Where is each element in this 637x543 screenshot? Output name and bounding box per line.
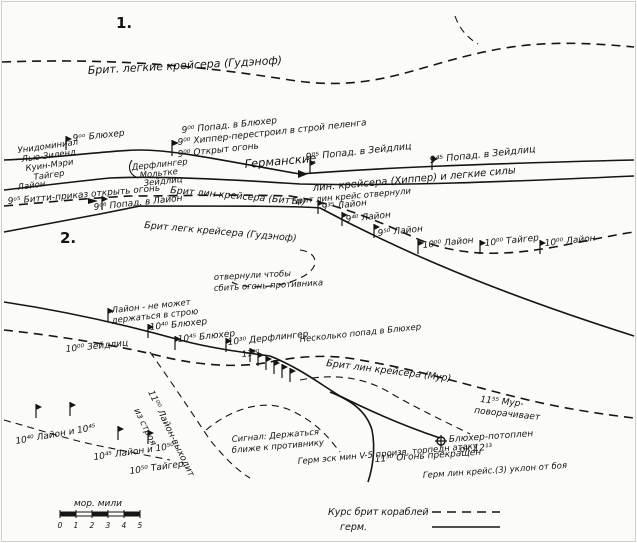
german-battlecruisers-route-upper [3, 149, 635, 175]
map-label: 10⁴⁵ Лайон и 10⁵⁰ [93, 442, 175, 463]
map-label: Герм лин крейс.(3) уклон от боя [423, 461, 568, 481]
map-label: Брит лин крейсера (Битти) [170, 185, 306, 208]
moore-route [299, 376, 471, 435]
map-label: Лайон [16, 179, 46, 193]
map-label: Германские [244, 151, 317, 171]
scale-tick-label: 1 [74, 521, 79, 530]
brit-light-cruisers-route-1 [1, 42, 635, 85]
map-label: Брит лин крейсера (Мур) [326, 358, 452, 384]
map-label: поворачивает [474, 406, 542, 423]
scale-ticks: 0 1 2 3 4 5 [58, 510, 143, 530]
german-route-panel-2-upper [3, 301, 271, 357]
map-label: Брит легк крейсера (Гудэноф) [144, 220, 297, 244]
route-arrow-1 [298, 170, 308, 178]
brit-route-panel-2 [3, 329, 635, 419]
map-label: 10³⁰ Дерфлингер [227, 330, 309, 348]
map-label: ок 12¹³ [460, 443, 493, 455]
british-main-course-line [3, 205, 635, 337]
scale-tick-label: 5 [138, 521, 143, 530]
german-light-forces-route [128, 159, 139, 179]
map-label: 9⁵⁰ Лайон [377, 224, 423, 239]
lion-damaged-route [149, 351, 251, 479]
panel-1-number: 1. [116, 14, 132, 32]
brit-light-cruisers-branch [454, 15, 479, 45]
map-label: 10⁰⁰ Тайгер [484, 233, 539, 249]
panel-2-number: 2. [60, 229, 76, 247]
scale-tick-label: 2 [90, 521, 95, 530]
map-label: Тайгер [33, 169, 65, 183]
signal-route [205, 404, 341, 453]
map-label: Несколько попад в Блюхер [299, 322, 421, 345]
scale-tick-label: 3 [106, 521, 111, 530]
map-label: 10⁰⁰ Лайон [544, 234, 596, 249]
map-label: 10⁵⁰ Тайгер [129, 459, 185, 477]
legend-brit-label: Курс брит кораблей [328, 507, 429, 518]
map-label: отвернули чтобы [214, 269, 292, 283]
scale-tick-label: 0 [58, 521, 63, 530]
legend-germ-label: герм. [340, 522, 367, 533]
route-arrow-2 [88, 198, 98, 204]
brit-battlecruisers-route-1 [3, 194, 635, 255]
german-escape-route [329, 391, 375, 483]
map-label: 9⁰⁵ Попад. в Зейдлиц [305, 141, 412, 163]
scale-bar: мор. мили 0 1 2 3 4 5 [58, 499, 143, 530]
ship-flags-panel-2 [35, 308, 296, 444]
legend: Курс брит кораблей герм. [328, 507, 500, 533]
scale-tick-label: 4 [122, 521, 127, 530]
map-label: 11⁵⁵ Мур- [480, 395, 524, 410]
map-label: 11⁰⁰ [241, 348, 260, 360]
map-label: 9³⁵ Лайон [321, 198, 367, 213]
map-label: 9⁴⁰ Лайон [345, 210, 391, 225]
brit-lower-left-route [3, 419, 171, 461]
map-label: лин. крейсера (Хиппер) и легкие силы [311, 165, 516, 194]
map-label: 10⁴⁰ Лайон и 10⁴⁵ [15, 423, 97, 447]
map-labels: Брит. легкие крейсера (Гудэноф)Унидомини… [7, 54, 596, 481]
ship-flags-panel-1 [65, 136, 546, 254]
blucher-sinking-marker [435, 435, 447, 447]
german-battlecruisers-route-lower [3, 175, 635, 191]
map-label: Мольтке [139, 167, 178, 181]
scale-title: мор. мили [74, 499, 122, 509]
map-label: Брит. легкие крейсера (Гудэноф) [87, 54, 282, 77]
map-label: 9ᵒᵒ Блюхер [72, 129, 125, 144]
map-label: 10⁰⁰ Зейдлиц [65, 338, 128, 354]
map-label: Зейдлиц [143, 175, 183, 189]
brit-turnaway-loop [231, 249, 316, 288]
map-label: из строя [131, 407, 158, 448]
